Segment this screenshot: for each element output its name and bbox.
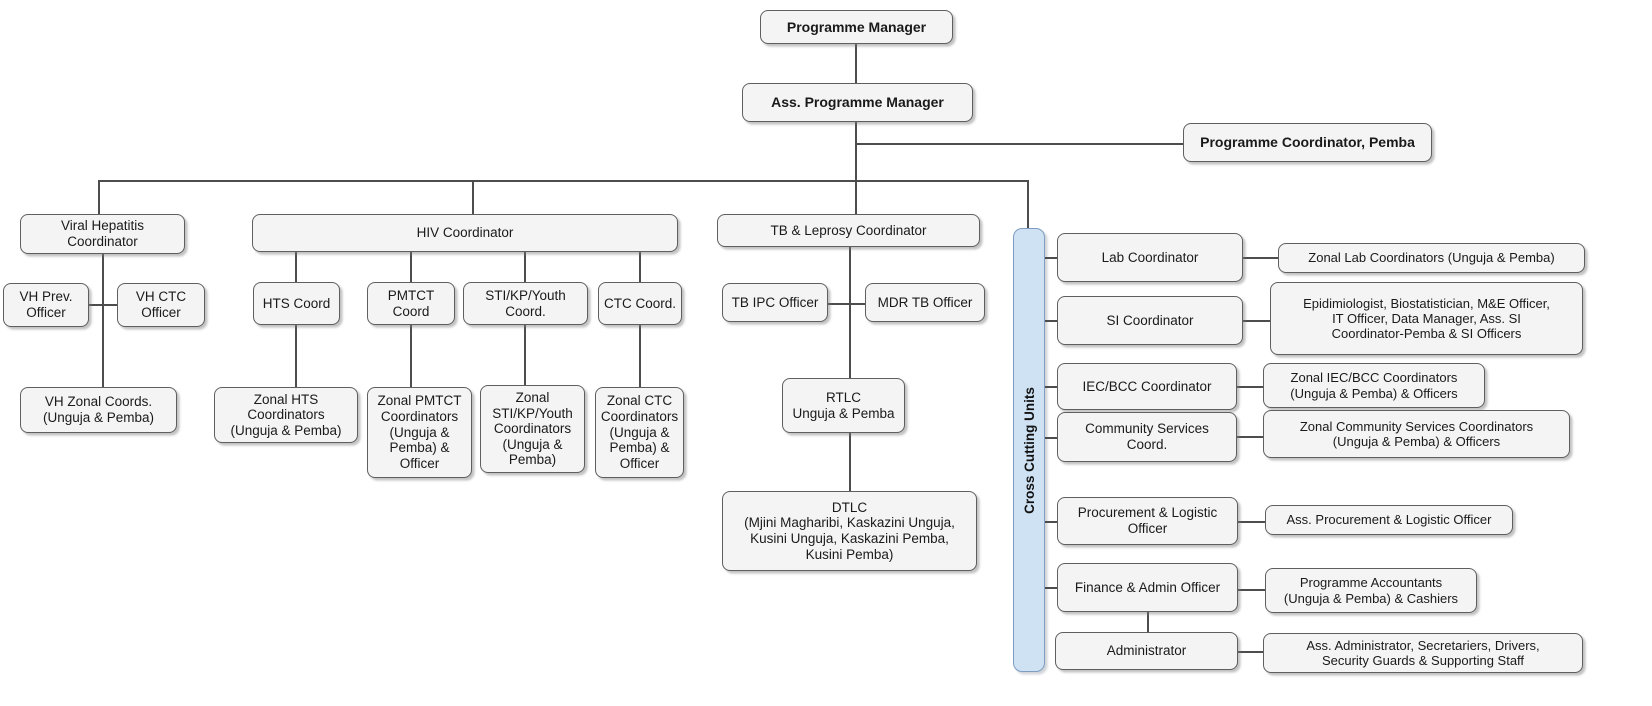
node-rtlc: RTLC Unguja & Pemba [782,378,905,433]
node-zonal-hts-coordinators: Zonal HTS Coordinators (Unguja & Pemba) [214,387,358,443]
node-programme-coordinator-pemba: Programme Coordinator, Pemba [1183,123,1432,162]
connector-line [295,252,297,282]
connector-line [410,325,412,387]
node-zonal-iec-bcc-coordinators: Zonal IEC/BCC Coordinators (Unguja & Pem… [1263,363,1485,408]
node-dtlc: DTLC (Mjini Magharibi, Kaskazini Unguja,… [722,491,977,571]
node-hiv-coordinator: HIV Coordinator [252,214,678,252]
cross-cutting-units-label: Cross Cutting Units [1021,386,1037,514]
connector-line [1045,386,1057,388]
node-ctc-coord: CTC Coord. [598,282,682,325]
connector-line [1027,180,1029,228]
connector-line [295,325,297,387]
node-si-coordinator: SI Coordinator [1057,296,1243,345]
connector-line [855,44,857,83]
node-finance-admin-officer: Finance & Admin Officer [1057,563,1238,612]
node-tb-leprosy-coordinator: TB & Leprosy Coordinator [717,214,980,247]
connector-line [98,180,100,214]
node-si-staff: Epidimiologist, Biostatistician, M&E Off… [1270,282,1583,355]
node-ass-procurement-logistic-officer: Ass. Procurement & Logistic Officer [1265,505,1513,535]
connector-line [524,252,526,282]
connector-line [639,252,641,282]
node-mdr-tb-officer: MDR TB Officer [865,283,985,322]
node-vh-prev-officer: VH Prev. Officer [3,283,89,327]
connector-line [89,304,117,306]
connector-line [524,325,526,385]
node-procurement-logistic-officer: Procurement & Logistic Officer [1057,497,1238,545]
node-community-services-coord: Community Services Coord. [1057,412,1237,462]
node-iec-bcc-coordinator: IEC/BCC Coordinator [1057,363,1237,410]
node-ass-programme-manager: Ass. Programme Manager [742,83,973,122]
node-pmtct-coord: PMTCT Coord [367,282,455,325]
node-vh-zonal-coords: VH Zonal Coords. (Unguja & Pemba) [20,387,177,433]
connector-line [855,143,1183,145]
node-vh-ctc-officer: VH CTC Officer [117,283,205,327]
connector-line [1147,612,1149,632]
node-viral-hepatitis-coordinator: Viral Hepatitis Coordinator [20,214,185,254]
connector-line [472,180,474,214]
connector-line [639,325,641,387]
connector-line [1243,320,1270,322]
connector-line [1237,386,1263,388]
node-hts-coord: HTS Coord [253,282,340,325]
node-programme-manager: Programme Manager [760,10,953,44]
connector-line [1045,521,1057,523]
node-zonal-sti-kp-youth-coordinators: Zonal STI/KP/Youth Coordinators (Unguja … [480,385,585,473]
node-tb-ipc-officer: TB IPC Officer [722,283,828,322]
connector-line [102,254,104,387]
cross-cutting-units-bar: Cross Cutting Units [1013,228,1045,672]
connector-line [1045,320,1057,322]
connector-line [1237,436,1263,438]
node-zonal-pmtct-coordinators: Zonal PMTCT Coordinators (Unguja & Pemba… [367,387,472,478]
node-admin-staff: Ass. Administrator, Secretariers, Driver… [1263,633,1583,673]
connector-line [410,252,412,282]
node-zonal-ctc-coordinators: Zonal CTC Coordinators (Unguja & Pemba) … [595,387,684,478]
connector-line [828,303,865,305]
connector-line [1045,437,1057,439]
connector-line [1238,521,1265,523]
connector-line [1045,257,1057,259]
connector-line [849,247,851,378]
node-zonal-lab-coordinators: Zonal Lab Coordinators (Unguja & Pemba) [1278,243,1585,273]
connector-line [855,122,857,214]
node-administrator: Administrator [1055,632,1238,670]
connector-line [1238,589,1265,591]
connector-line [1243,257,1278,259]
node-programme-accountants: Programme Accountants (Unguja & Pemba) &… [1265,568,1477,613]
connector-line [1238,651,1263,653]
connector-line [1045,587,1057,589]
node-lab-coordinator: Lab Coordinator [1057,233,1243,282]
node-zonal-community-services-coordinators: Zonal Community Services Coordinators (U… [1263,410,1570,458]
connector-line [98,180,1028,182]
connector-line [849,433,851,491]
node-sti-kp-youth-coord: STI/KP/Youth Coord. [463,282,588,325]
